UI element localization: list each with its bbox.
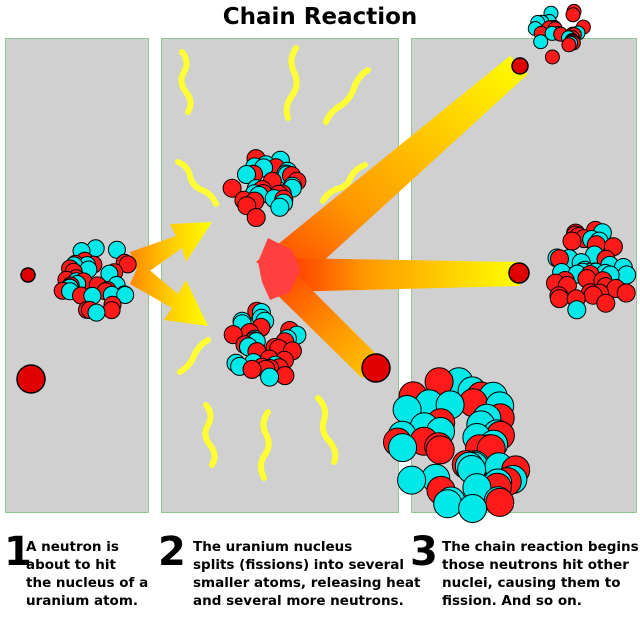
- heat-wave: [320, 162, 368, 204]
- nucleus-particle: [549, 289, 569, 309]
- nucleus-particle: [596, 293, 616, 313]
- nucleus-particle: [246, 208, 266, 227]
- heat-wave: [283, 45, 300, 121]
- heat-wave: [175, 159, 219, 207]
- heat-wave: [178, 49, 194, 115]
- nucleus-particle: [565, 7, 581, 23]
- nucleus-particle: [242, 359, 262, 379]
- step-line: nuclei, causing them to: [442, 575, 621, 591]
- diagram-title: Chain Reaction: [222, 4, 418, 30]
- free-neutron: [508, 262, 530, 284]
- nucleus-particle: [533, 34, 549, 50]
- heat-waves: [175, 45, 371, 481]
- nucleus-particle: [562, 231, 582, 251]
- free-neutrons: [16, 57, 530, 394]
- heat-wave: [202, 402, 218, 468]
- nucleus-particle: [118, 255, 137, 274]
- ray-right: [282, 258, 520, 292]
- nucleus-particle: [116, 286, 135, 304]
- arrow-lower: [130, 262, 208, 326]
- nucleus-particle: [270, 197, 290, 217]
- nucleus-particle: [102, 301, 121, 320]
- target-nucleus-right: [546, 220, 637, 320]
- free-neutron: [16, 364, 46, 394]
- step-line: the nucleus of a: [26, 575, 149, 591]
- free-neutron: [361, 353, 391, 383]
- nucleus-particle: [237, 165, 256, 184]
- nucleus-particle: [87, 303, 106, 322]
- nucleus-particle: [433, 489, 463, 519]
- fragment-nucleus-lower: [223, 301, 307, 387]
- step-line: A neutron is: [26, 539, 119, 555]
- impact-arrows: [130, 222, 212, 326]
- ray-upper-right: [256, 56, 528, 286]
- heat-wave: [258, 409, 272, 481]
- nucleus-particle: [260, 367, 280, 387]
- step-text: A neutron is about to hit the nucleus of…: [26, 538, 148, 610]
- free-neutron: [511, 57, 529, 75]
- step-line: The uranium nucleus: [193, 539, 353, 555]
- nucleus-particle: [544, 49, 560, 65]
- arrow-upper: [130, 222, 212, 278]
- step-number: 1: [4, 529, 32, 575]
- heat-wave: [177, 337, 211, 375]
- step-number: 2: [158, 529, 186, 575]
- step-line: those neutrons hit other: [442, 557, 629, 573]
- fission-flash: [258, 238, 300, 300]
- target-nucleus-large: [383, 367, 531, 523]
- free-neutron: [20, 267, 36, 283]
- nucleus-particle: [458, 494, 488, 523]
- step-line: The chain reaction begins:: [442, 539, 640, 555]
- step-text: The chain reaction begins: those neutron…: [442, 538, 640, 610]
- heat-wave: [315, 395, 339, 465]
- nucleus-particle: [561, 37, 577, 53]
- step-text: The uranium nucleus splits (fissions) in…: [193, 538, 420, 610]
- nucleus-particle: [397, 465, 427, 495]
- step-line: splits (fissions) into several: [193, 557, 405, 573]
- target-nucleus-top-right: [527, 3, 591, 65]
- nucleus-particle: [567, 300, 587, 320]
- uranium-nucleus: [53, 239, 137, 322]
- step-line: smaller atoms, releasing heat: [193, 575, 421, 591]
- nucleus-particle: [425, 435, 455, 465]
- fragment-nucleus-upper: [222, 149, 307, 227]
- step-line: about to hit: [26, 557, 116, 573]
- nucleus-particle: [222, 178, 242, 198]
- heat-wave: [323, 67, 371, 125]
- nucleus-particle: [388, 433, 418, 463]
- nucleus-particle: [616, 283, 636, 303]
- nucleus-particle: [107, 240, 126, 259]
- fission-rays: [256, 56, 528, 378]
- step-line: uranium atom.: [26, 593, 139, 609]
- step-line: fission. And so on.: [442, 593, 582, 609]
- step-line: and several more neutrons.: [193, 593, 404, 609]
- ray-lower-right: [262, 268, 384, 378]
- nucleus-particle: [485, 487, 515, 517]
- step-number: 3: [410, 529, 438, 575]
